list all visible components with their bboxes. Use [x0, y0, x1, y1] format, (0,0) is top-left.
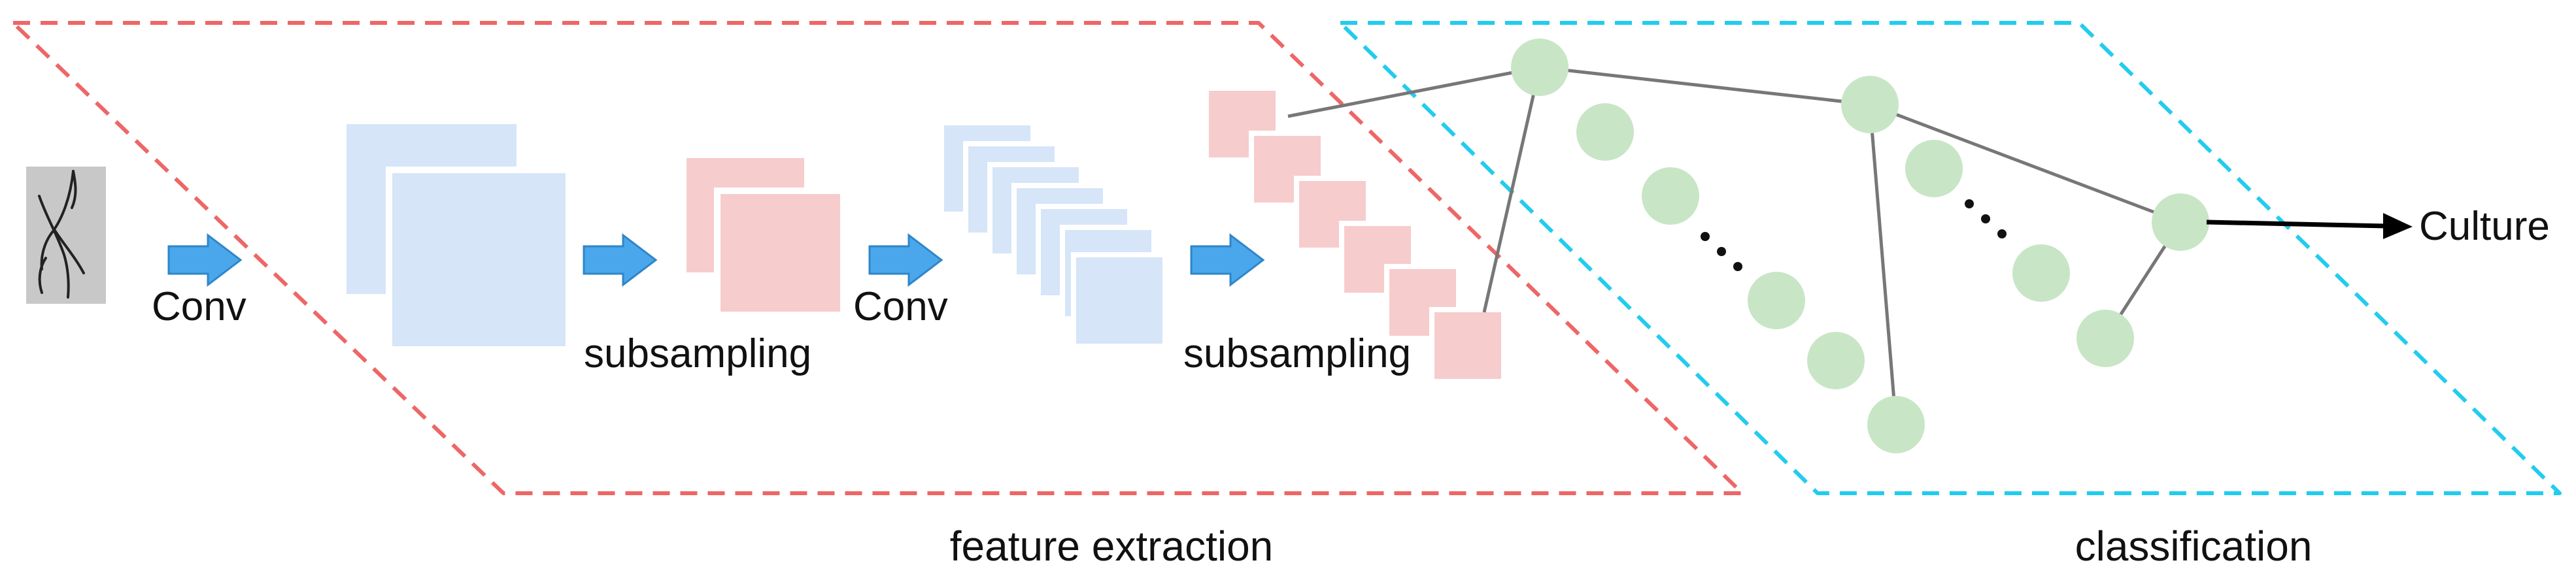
hidden-layer-1-neurons [1511, 39, 1925, 453]
neuron [2012, 244, 2070, 302]
feature-extraction-region [11, 21, 1744, 495]
subsampling-2-label: subsampling [1183, 331, 1411, 376]
connection-line [1287, 65, 1540, 118]
neuron [1867, 396, 1925, 453]
pooled-map [714, 187, 847, 318]
conv-layer-2-maps [939, 120, 1168, 349]
output-layer-neurons [2152, 193, 2209, 251]
root-sketch-image-icon [38, 170, 85, 299]
right-arrow-icon [2206, 213, 2413, 239]
conv-layer-1-maps [340, 118, 572, 353]
pooled-map [1429, 307, 1506, 384]
feature-map [1071, 252, 1168, 349]
block-right-arrow-icon [583, 233, 658, 287]
classification-region [1338, 21, 2562, 495]
block-right-arrow-icon [868, 233, 943, 287]
neuron [1642, 167, 1699, 225]
hidden-layer-2-neurons [1841, 76, 2134, 367]
neuron [1511, 39, 1568, 96]
conv-2-label: Conv [853, 284, 948, 329]
neuron [1841, 76, 1899, 133]
subsampling-layer-1-maps [680, 152, 847, 318]
subsampling-layer-2-maps [1204, 86, 1506, 384]
neuron [2076, 310, 2134, 367]
connection-line [1868, 104, 1898, 425]
feature-extraction-title: feature extraction [950, 523, 1274, 570]
connection-line [1482, 67, 1542, 313]
output-class-label: Culture [2419, 204, 2550, 249]
block-right-arrow-icon [167, 233, 243, 287]
neuron [1576, 103, 1634, 161]
connection-line [1539, 65, 1871, 106]
block-right-arrow-icon [1190, 233, 1265, 287]
input-image [26, 167, 106, 304]
neuron [1807, 332, 1865, 389]
output-neuron [2152, 193, 2209, 251]
neuron [1748, 272, 1805, 329]
connection-line [1869, 103, 2181, 224]
conv-1-label: Conv [152, 284, 246, 329]
feature-map [386, 167, 572, 353]
neuron [1905, 140, 1963, 197]
ellipsis-dots [1701, 199, 2007, 271]
classification-title: classification [2075, 523, 2313, 570]
subsampling-1-label: subsampling [584, 331, 811, 376]
